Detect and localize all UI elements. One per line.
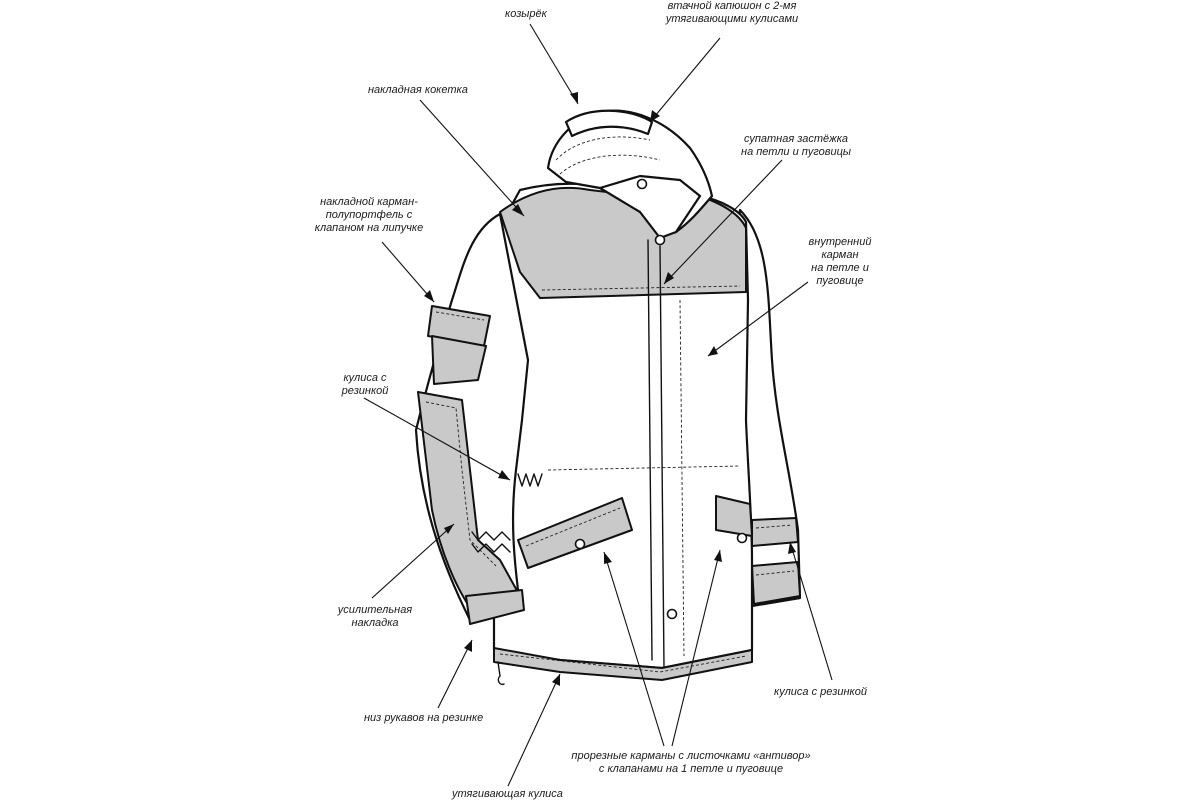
label-sleeve-hem: низ рукавов на резинке [364,712,484,724]
waist-elastic [517,473,543,487]
arrowhead-drawstring-left [498,470,510,480]
leader-hem-drawstring [507,673,561,787]
arrowhead-reinforcement [444,524,454,534]
leader-reinforcement [371,523,455,599]
leader-welt-pocket-1 [603,551,665,747]
label-placket: супатная застёжка на петли и пуговицы [741,133,851,158]
jacket-illustration [414,109,802,686]
right-cuff-upper [751,517,799,547]
label-reinforcement: усилительная накладка [337,604,413,629]
leader-welt-pocket-2 [671,549,721,747]
leader-drawstring-right [789,541,833,681]
arrowhead-drawstring-right [788,542,796,554]
leader-yoke [419,99,525,217]
right-cuff-lower [751,561,801,605]
leader-inner-pocket [707,281,809,357]
welt-pocket-right-button [736,532,748,544]
collar-flap [598,174,702,240]
arrowhead-hood [650,110,660,122]
welt-pocket-left-button [574,538,586,550]
leader-sleeve-hem [437,639,473,709]
label-hem-drawstring: утягивающая кулиса [452,788,563,800]
arrowhead-yoke [512,204,524,216]
hem-band [493,647,753,681]
leader-hood [649,37,721,123]
reinforcement-patch [417,391,521,617]
arrowhead-sleeve-pocket [424,290,434,302]
placket-button-top [654,234,666,246]
left-cuff [465,589,525,625]
arrowhead-welt-pocket-2 [714,550,722,562]
placket-button-bottom [666,608,678,620]
leader-visor [529,23,579,105]
leader-drawstring-left [363,397,511,481]
collar-button [636,178,648,190]
placket [647,239,653,661]
left-cuff-elastic [471,531,511,541]
leader-placket [663,159,783,285]
arrowhead-visor [570,92,578,104]
arrowhead-inner-pocket [708,346,718,356]
hem-drawstring-toggle [497,661,505,686]
label-drawstring-right: кулиса с резинкой [774,686,867,698]
welt-pocket-left-flap [517,497,633,569]
sleeve-pocket-body [431,335,487,385]
hood-visor [564,109,654,138]
welt-pocket-right-flap [715,495,753,537]
leader-sleeve-pocket [381,241,435,303]
arrowhead-hem-drawstring [552,674,560,686]
label-visor: козырёк [505,8,547,20]
label-drawstring-left: кулиса с резинкой [341,372,389,397]
label-yoke: накладная кокетка [368,84,468,96]
arrowhead-welt-pocket-1 [604,552,612,564]
label-inner-pocket: внутренний карман на петле и пуговице [808,236,872,287]
label-hood: втачной капюшон с 2-мя утягивающими кули… [665,0,799,25]
label-sleeve-pocket: накладной карман- полупортфель с клапано… [314,196,424,234]
arrowhead-sleeve-hem [464,640,472,652]
yoke-panel [499,186,747,299]
leader-lines [363,23,833,787]
label-welt-pockets: прорезные карманы с листочками «антивор»… [571,750,811,775]
arrowhead-placket [664,272,674,284]
